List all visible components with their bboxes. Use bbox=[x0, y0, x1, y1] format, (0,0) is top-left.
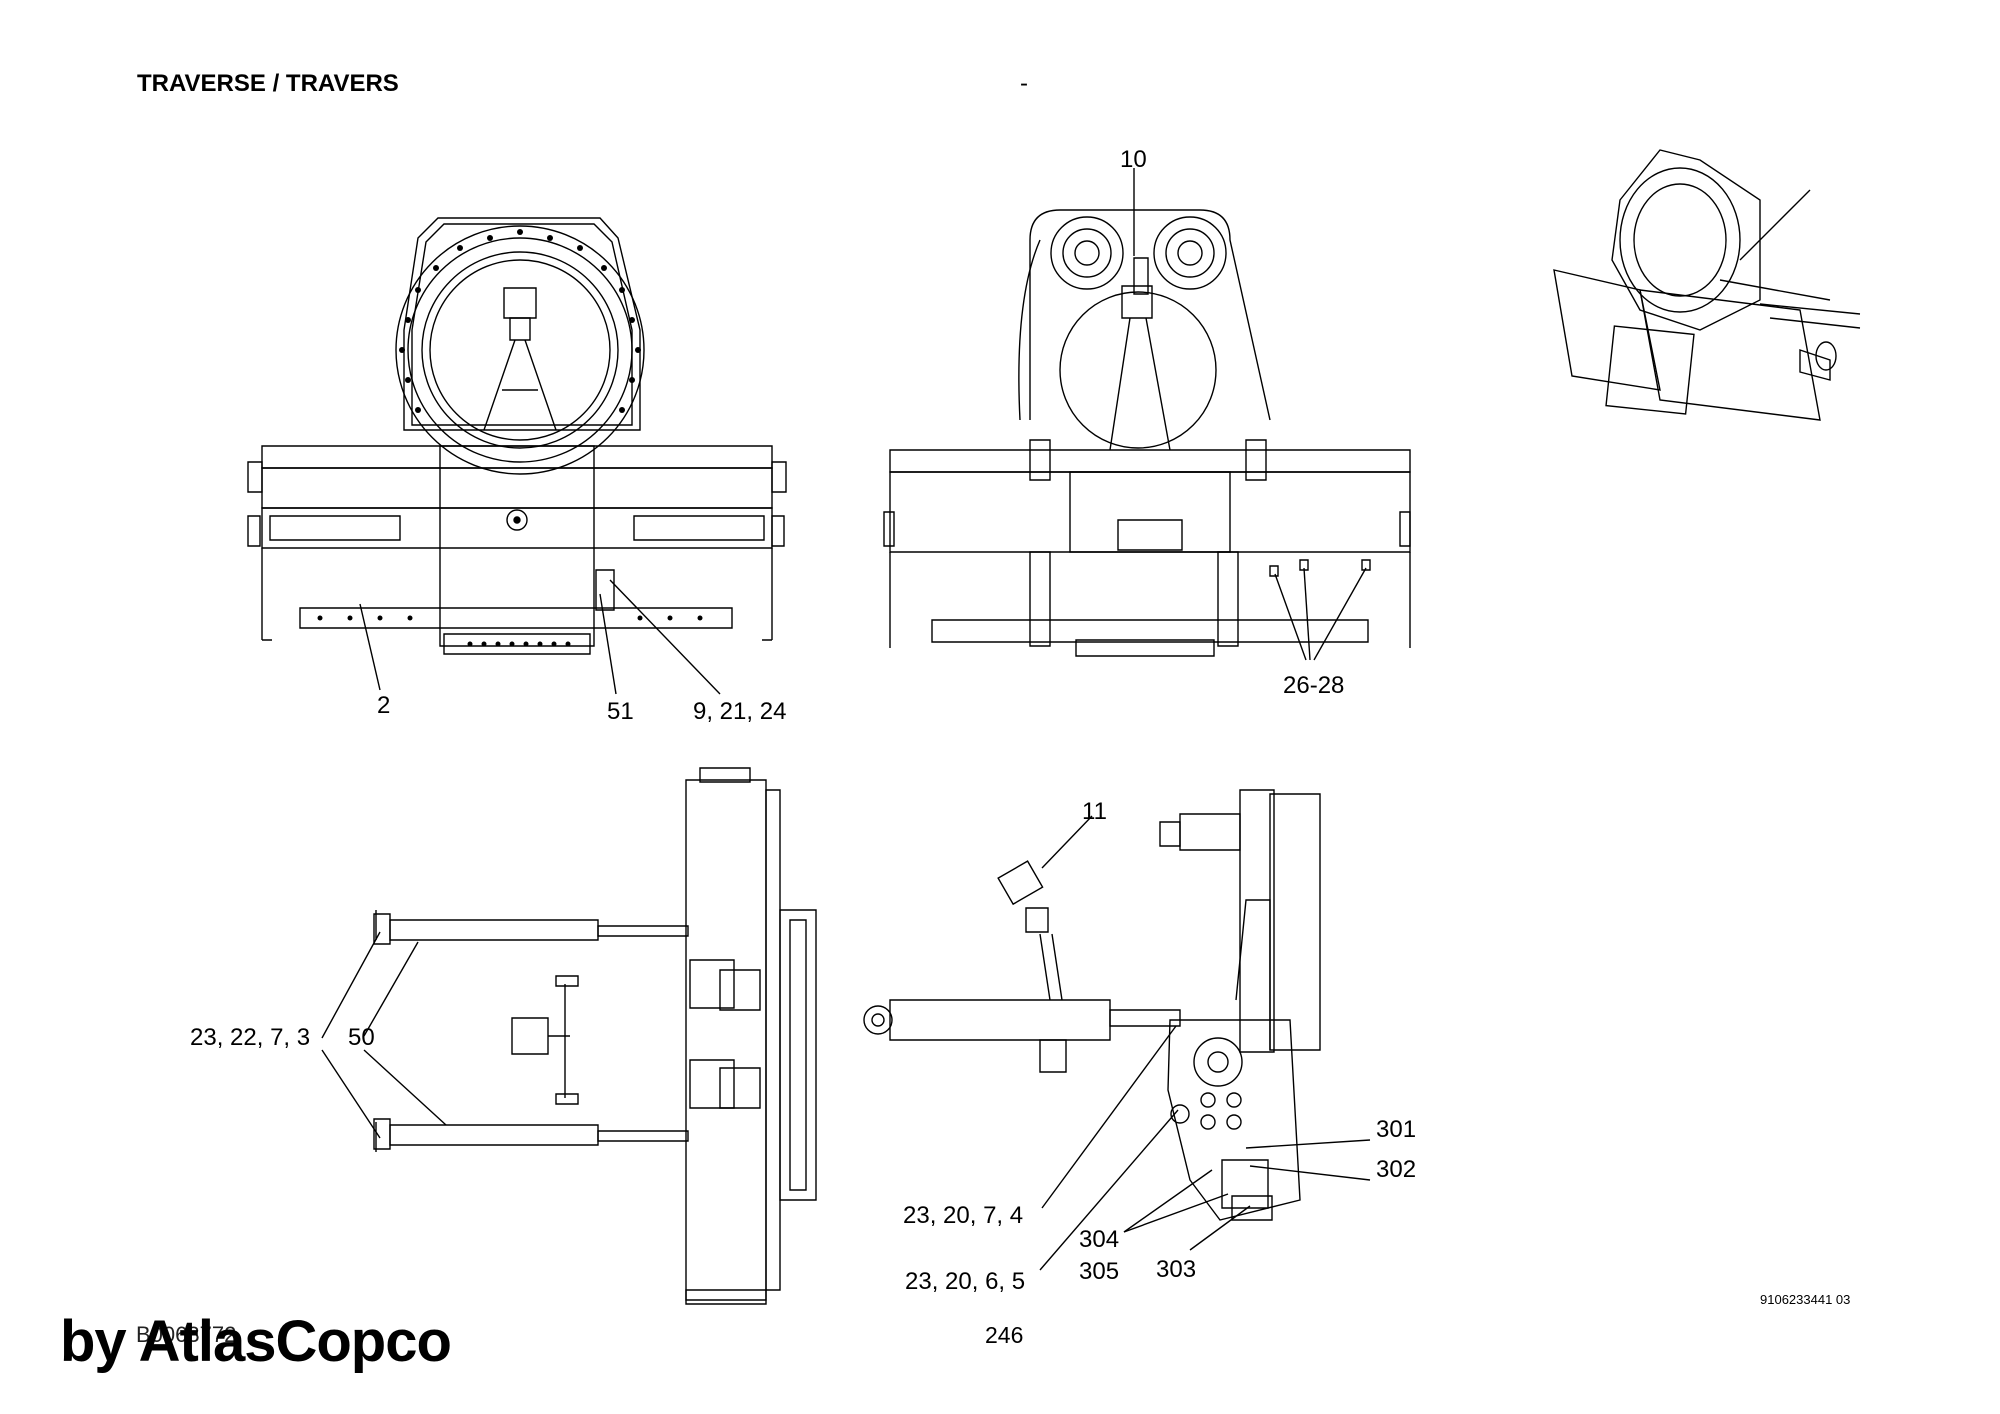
callout-23-22-7-3: 23, 22, 7, 3 bbox=[190, 1024, 311, 1051]
callout-9-21-24: 9, 21, 24 bbox=[693, 698, 787, 725]
document-number: 9106233441 03 bbox=[1760, 1292, 1851, 1307]
callout-302: 302 bbox=[1376, 1156, 1417, 1183]
isometric-view-drawing bbox=[1554, 150, 1860, 420]
front-view-drawing bbox=[248, 218, 786, 694]
hole-row bbox=[317, 615, 703, 647]
page-number: 246 bbox=[985, 1322, 1024, 1348]
callout-304: 304 bbox=[1079, 1226, 1120, 1253]
header-separator: - bbox=[1020, 70, 1028, 97]
bolt-circle bbox=[399, 229, 641, 413]
drawing-id: B0063772 bbox=[136, 1322, 237, 1347]
callout-11: 11 bbox=[1082, 798, 1107, 825]
callout-50: 50 bbox=[348, 1024, 375, 1051]
page-title: TRAVERSE / TRAVERS bbox=[137, 70, 399, 97]
brand-watermark: by AtlasCopco bbox=[60, 1309, 452, 1374]
top-view-drawing bbox=[322, 768, 816, 1304]
callout-51: 51 bbox=[607, 698, 634, 725]
callout-10: 10 bbox=[1120, 146, 1147, 173]
callout-23-20-7-4: 23, 20, 7, 4 bbox=[903, 1202, 1024, 1229]
callout-2: 2 bbox=[377, 692, 391, 719]
callout-26-28: 26-28 bbox=[1283, 672, 1345, 699]
callout-301: 301 bbox=[1376, 1116, 1417, 1143]
callout-305: 305 bbox=[1079, 1258, 1120, 1285]
side-view-drawing bbox=[864, 790, 1370, 1270]
callout-23-20-6-5: 23, 20, 6, 5 bbox=[905, 1268, 1026, 1295]
rear-view-drawing bbox=[884, 168, 1410, 660]
callout-303: 303 bbox=[1156, 1256, 1197, 1283]
